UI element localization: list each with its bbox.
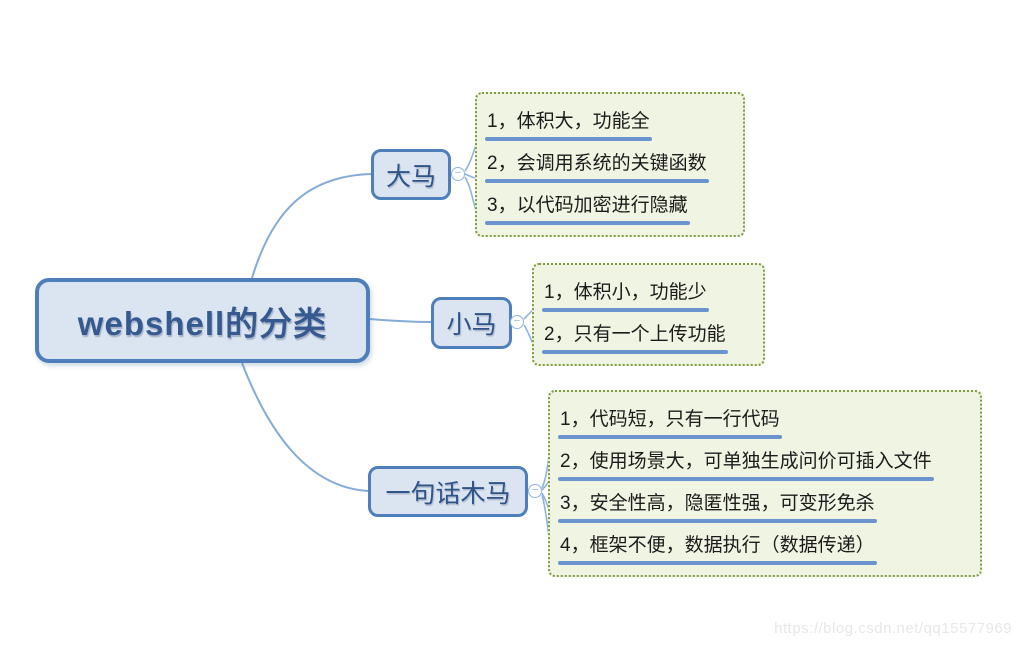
subtopic-label: 1，体积大，功能全 xyxy=(487,111,650,132)
branch-topic-dama[interactable]: 大马 xyxy=(371,149,451,200)
subtopic-label: 1，代码短，只有一行代码 xyxy=(560,409,780,430)
group-box-xiaoma: 1，体积小，功能少 2，只有一个上传功能 xyxy=(532,263,765,366)
subtopic-label: 4，框架不便，数据执行（数据传递） xyxy=(560,535,875,556)
subtopic-item[interactable]: 4，框架不便，数据执行（数据传递） xyxy=(558,532,907,565)
subtopic-item[interactable]: 3，以代码加密进行隐藏 xyxy=(485,192,720,225)
subtopic-underline xyxy=(558,477,934,481)
collapse-toggle-icon-yijuhua[interactable]: − xyxy=(528,484,542,498)
branch-topic-xiaoma[interactable]: 小马 xyxy=(431,297,512,349)
subtopic-label: 1，体积小，功能少 xyxy=(544,282,707,303)
subtopic-label: 2，只有一个上传功能 xyxy=(544,324,726,345)
subtopic-underline xyxy=(558,519,877,523)
branch-topic-yijuhua[interactable]: 一句话木马 xyxy=(368,466,528,517)
subtopic-item[interactable]: 1，体积大，功能全 xyxy=(485,108,682,141)
subtopic-underline xyxy=(485,137,652,141)
collapse-toggle-icon-dama[interactable]: − xyxy=(451,167,465,181)
subtopic-label: 2，会调用系统的关键函数 xyxy=(487,153,707,174)
subtopic-item[interactable]: 1，体积小，功能少 xyxy=(542,279,739,312)
group-box-dama: 1，体积大，功能全 2，会调用系统的关键函数 3，以代码加密进行隐藏 xyxy=(475,92,745,237)
subtopic-label: 2，使用场景大，可单独生成问价可插入文件 xyxy=(560,451,932,472)
subtopic-underline xyxy=(558,561,877,565)
group-box-yijuhua: 1，代码短，只有一行代码 2，使用场景大，可单独生成问价可插入文件 3，安全性高… xyxy=(548,390,982,577)
subtopic-item[interactable]: 3，安全性高，隐匿性强，可变形免杀 xyxy=(558,490,907,523)
watermark-text: https://blog.csdn.net/qq15577969 xyxy=(774,620,1012,637)
subtopic-item[interactable]: 1，代码短，只有一行代码 xyxy=(558,406,812,439)
subtopic-underline xyxy=(558,435,782,439)
subtopic-label: 3，以代码加密进行隐藏 xyxy=(487,195,688,216)
connector-root-to-yijuhua xyxy=(241,362,369,492)
root-topic-webshell[interactable]: webshell的分类 xyxy=(35,278,370,363)
subtopic-label: 3，安全性高，隐匿性强，可变形免杀 xyxy=(560,493,875,514)
subtopic-underline xyxy=(542,308,709,312)
connector-root-to-xiaoma xyxy=(369,318,432,323)
subtopic-item[interactable]: 2，会调用系统的关键函数 xyxy=(485,150,739,183)
subtopic-underline xyxy=(485,221,690,225)
collapse-toggle-icon-xiaoma[interactable]: − xyxy=(510,315,524,329)
connector-root-to-dama xyxy=(251,173,372,279)
subtopic-item[interactable]: 2，使用场景大，可单独生成问价可插入文件 xyxy=(558,448,964,481)
subtopic-underline xyxy=(542,350,728,354)
subtopic-underline xyxy=(485,179,709,183)
subtopic-item[interactable]: 2，只有一个上传功能 xyxy=(542,321,758,354)
